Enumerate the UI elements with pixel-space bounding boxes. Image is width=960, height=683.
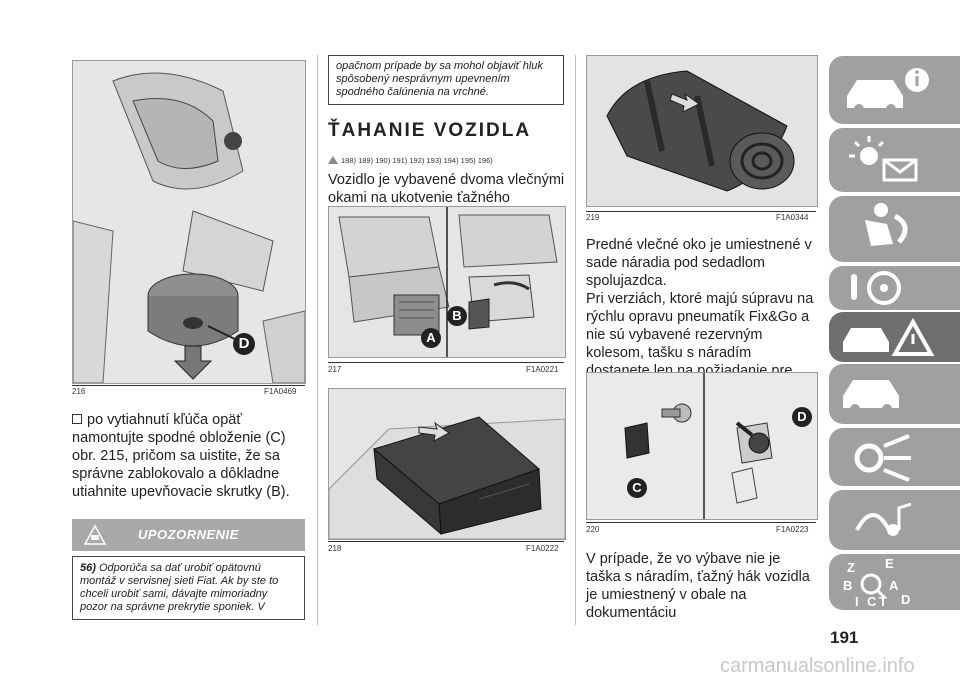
figure-217-caption-rule xyxy=(328,362,564,363)
warning-continuation-text: opačnom prípade by sa mohol objaviť hluk… xyxy=(336,60,543,98)
figure-217-number: 217 xyxy=(328,365,342,374)
dashboard-lights-icon xyxy=(849,136,918,182)
index-letter-b: B xyxy=(843,578,852,593)
figure-220-code: F1A0223 xyxy=(776,525,809,534)
figure-219-caption-rule xyxy=(586,211,816,212)
tool-bag-illustration xyxy=(329,389,565,539)
figure-219-number: 219 xyxy=(586,213,600,222)
tow-hook-install-illustration xyxy=(587,373,817,519)
side-tab-technical-data[interactable] xyxy=(829,428,960,486)
index-letters-icon: Z E B A I C T D xyxy=(843,556,910,609)
warning-car-icon xyxy=(83,524,107,545)
warning-header: UPOZORNENIE xyxy=(72,519,305,551)
index-letter-e: E xyxy=(885,556,894,571)
side-tab-airbag-safety[interactable] xyxy=(829,196,960,262)
seat-tool-kit-illustration xyxy=(329,207,565,357)
index-letter-d: D xyxy=(901,592,910,607)
side-tab-index[interactable]: Z E B A I C T D xyxy=(829,554,960,610)
steering-column-illustration xyxy=(73,61,305,383)
side-tab-maintenance[interactable] xyxy=(829,364,960,424)
bullet-square-icon xyxy=(72,414,82,424)
figure-220-caption-rule xyxy=(586,522,816,523)
side-tab-multimedia[interactable] xyxy=(829,490,960,550)
figure-218 xyxy=(328,388,566,540)
figure-220: C D xyxy=(586,372,818,520)
figure-217: A B xyxy=(328,206,566,358)
watermark: carmanualsonline.info xyxy=(720,655,915,677)
figure-220-number: 220 xyxy=(586,525,600,534)
figure-label-d: D xyxy=(233,333,255,355)
technical-data-icon xyxy=(854,434,911,482)
paragraph-reinstall-trim: po vytiahnutí kľúča opäť namontujte spod… xyxy=(72,411,308,501)
paragraph-reinstall-trim-text: po vytiahnutí kľúča opäť namontujte spod… xyxy=(72,412,290,500)
figure-216-caption-rule xyxy=(72,385,305,386)
figure-216: D xyxy=(72,60,306,384)
airbag-seat-icon xyxy=(865,203,908,246)
warning-text: Odporúča sa dať urobiť opätovnú montáž v… xyxy=(80,562,279,613)
paragraph-tow-hook-location: Predné vlečné oko je umiestnené v sade n… xyxy=(586,237,812,289)
column-divider-2 xyxy=(575,55,576,625)
side-tab-car-info[interactable] xyxy=(829,56,960,124)
figure-218-code: F1A0222 xyxy=(526,544,559,553)
index-letter-i: I xyxy=(855,594,859,609)
figure-label-a: A xyxy=(421,328,441,348)
index-letter-c: C xyxy=(867,594,877,609)
figure-219 xyxy=(586,55,818,207)
page-number: 191 xyxy=(830,628,859,647)
warning-triangle-icon xyxy=(328,156,338,164)
paragraph-no-tool-bag: V prípade, že vo výbave nie je taška s n… xyxy=(586,551,810,621)
warning-number: 56) xyxy=(80,562,96,574)
figure-label-b: B xyxy=(447,306,467,326)
car-maintenance-icon xyxy=(843,380,899,414)
steering-wheel-icon xyxy=(851,271,901,305)
section-references-text: 188) 189) 190) 191) 192) 193) 194) 195) … xyxy=(341,156,493,165)
figure-219-code: F1A0344 xyxy=(776,213,809,222)
side-tab-dashboard-lights[interactable] xyxy=(829,128,960,192)
side-tab-emergency[interactable] xyxy=(829,312,960,362)
multimedia-icon xyxy=(855,502,912,536)
side-tab-driving[interactable] xyxy=(829,266,960,310)
figure-218-number: 218 xyxy=(328,544,342,553)
figure-216-number: 216 xyxy=(72,387,86,396)
section-references: 188) 189) 190) 191) 192) 193) 194) 195) … xyxy=(328,156,493,165)
figure-217-code: F1A0221 xyxy=(526,365,559,374)
warning-continuation-box: opačnom prípade by sa mohol objaviť hluk… xyxy=(328,55,564,105)
column-divider-1 xyxy=(317,55,318,625)
figure-label-d-220: D xyxy=(792,407,812,427)
index-letter-t: T xyxy=(879,594,887,609)
breakdown-warning-icon xyxy=(843,317,935,356)
car-info-icon xyxy=(847,68,929,114)
warning-text-box: 56) Odporúča sa dať urobiť opätovnú mont… xyxy=(72,556,305,620)
rolled-tool-kit-illustration xyxy=(587,56,817,206)
index-letter-z: Z xyxy=(847,560,855,575)
warning-title: UPOZORNENIE xyxy=(138,527,239,542)
figure-218-caption-rule xyxy=(328,541,564,542)
index-letter-a: A xyxy=(889,578,899,593)
figure-216-code: F1A0469 xyxy=(264,387,297,396)
section-title: ŤAHANIE VOZIDLA xyxy=(328,120,532,141)
figure-label-c: C xyxy=(627,478,647,498)
